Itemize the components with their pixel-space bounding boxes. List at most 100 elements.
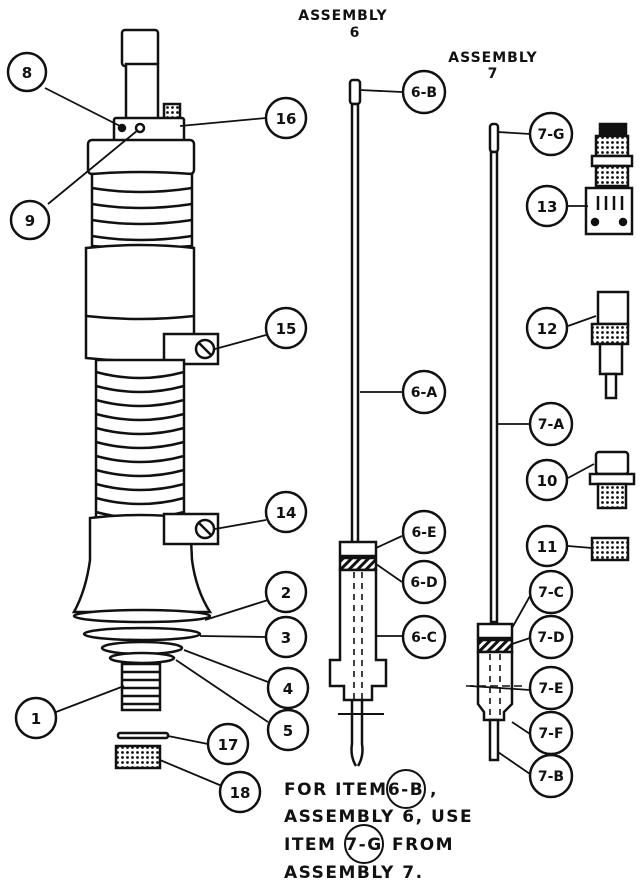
callout-18-label: 18 bbox=[230, 784, 251, 802]
knurled-nut-11-part bbox=[590, 536, 630, 562]
callout-17-label: 17 bbox=[218, 736, 239, 754]
ferrule-6-c bbox=[328, 568, 388, 702]
callout-7-b-label: 7-B bbox=[538, 769, 564, 785]
substitution-note: FOR ITEM 6-B , ASSEMBLY 6, USE ITEM 7-G … bbox=[284, 769, 473, 883]
callout-11-label: 11 bbox=[537, 538, 558, 556]
callout-6-d-label: 6-D bbox=[410, 575, 437, 591]
adapter-10-part bbox=[588, 450, 636, 510]
callout-18-circle bbox=[218, 770, 262, 814]
note-line-2: ASSEMBLY 6, USE bbox=[284, 807, 473, 827]
callout-11-circle bbox=[525, 524, 569, 568]
pin-8-hole bbox=[117, 123, 127, 133]
ribbed-insulator bbox=[90, 170, 194, 250]
callout-7-e-label: 7-E bbox=[538, 681, 563, 697]
washer-5-part bbox=[108, 651, 176, 665]
callout-7-d-circle bbox=[528, 614, 574, 660]
callout-16-label: 16 bbox=[276, 110, 297, 128]
callout-4-circle bbox=[266, 666, 310, 710]
callout-1-circle bbox=[14, 696, 58, 740]
callout-7-a-circle bbox=[528, 401, 574, 447]
callout-7-d-label: 7-D bbox=[537, 630, 564, 646]
note-ref-6-b-circle bbox=[386, 769, 426, 809]
washer-3-part bbox=[82, 626, 202, 642]
callout-5-circle bbox=[266, 708, 310, 752]
callout-7-g-label: 7-G bbox=[537, 127, 564, 143]
note-line-3-suffix: FROM bbox=[392, 835, 454, 855]
callout-6-c-label: 6-C bbox=[411, 630, 437, 646]
callout-3-circle bbox=[264, 615, 308, 659]
assembly-7-rod bbox=[466, 122, 524, 762]
callout-12-label: 12 bbox=[537, 320, 558, 338]
callout-7-e-circle bbox=[528, 665, 574, 711]
washer-2-part bbox=[72, 608, 212, 624]
spring-coil bbox=[94, 358, 186, 522]
callout-7-g-circle bbox=[528, 111, 574, 157]
band-7-d bbox=[476, 638, 514, 654]
rod-6-a bbox=[350, 102, 360, 546]
callout-16-circle bbox=[264, 96, 308, 140]
coupler-12-part bbox=[590, 290, 630, 400]
callout-2-circle bbox=[264, 570, 308, 614]
assembly-6-rod bbox=[328, 78, 388, 767]
callout-6-a-circle bbox=[401, 369, 447, 415]
callout-6-e-label: 6-E bbox=[411, 525, 436, 541]
callout-10-label: 10 bbox=[537, 472, 558, 490]
callout-17-circle bbox=[206, 722, 250, 766]
callout-8-label: 8 bbox=[22, 64, 32, 82]
callout-6-d-circle bbox=[401, 559, 447, 605]
callout-15-label: 15 bbox=[276, 320, 297, 338]
callout-7-f-label: 7-F bbox=[538, 726, 563, 742]
callout-4-label: 4 bbox=[283, 680, 293, 698]
callout-13-label: 13 bbox=[537, 198, 558, 216]
callout-9-circle bbox=[9, 199, 51, 241]
assembly-6-title: ASSEMBLY bbox=[298, 8, 387, 24]
callout-13-circle bbox=[525, 184, 569, 228]
top-shaft bbox=[124, 62, 160, 122]
callout-2-label: 2 bbox=[281, 584, 291, 602]
callout-6-b-label: 6-B bbox=[411, 85, 437, 101]
callout-7-c-circle bbox=[528, 569, 574, 615]
callout-3-label: 3 bbox=[281, 629, 291, 647]
sleeve-7-c bbox=[476, 622, 514, 640]
note-line-4: ASSEMBLY 7. bbox=[284, 863, 424, 883]
callout-9-label: 9 bbox=[25, 212, 35, 230]
band-6-d bbox=[338, 556, 378, 572]
knurled-nut-18-part bbox=[114, 744, 162, 770]
callout-7-c-label: 7-C bbox=[538, 585, 564, 601]
rod-6-b-tip bbox=[348, 78, 362, 106]
callout-7-b-circle bbox=[528, 753, 574, 799]
assembly-7-number: 7 bbox=[488, 66, 499, 82]
callout-8-circle bbox=[6, 51, 48, 93]
callout-12-circle bbox=[525, 306, 569, 350]
callout-6-b-circle bbox=[401, 69, 447, 115]
sleeve-6-e bbox=[338, 540, 378, 558]
connector-13-part bbox=[584, 122, 634, 236]
callout-15-circle bbox=[264, 306, 308, 350]
callout-6-a-label: 6-A bbox=[411, 385, 438, 401]
note-ref-7-g-circle bbox=[344, 824, 384, 864]
assembly-7-title: ASSEMBLY bbox=[448, 50, 537, 66]
rod-7-a bbox=[489, 150, 499, 624]
leader-lines bbox=[44, 87, 597, 787]
note-line-3-prefix: ITEM bbox=[284, 835, 336, 855]
note-line-1-suffix: , bbox=[430, 780, 438, 800]
note-ref-6-b: 6-B bbox=[388, 780, 424, 800]
note-ref-7-g: 7-G bbox=[345, 835, 382, 855]
callout-6-c-circle bbox=[401, 614, 447, 660]
note-line-1-prefix: FOR ITEM bbox=[284, 780, 388, 800]
callout-14-label: 14 bbox=[276, 504, 297, 522]
pin-17-part bbox=[116, 731, 170, 740]
top-hex-nut bbox=[120, 28, 160, 68]
loose-parts bbox=[584, 122, 636, 562]
rod-7-b-tip bbox=[488, 718, 500, 762]
callout-1-label: 1 bbox=[31, 710, 41, 728]
callout-10-circle bbox=[525, 458, 569, 502]
callout-7-a-label: 7-A bbox=[538, 417, 565, 433]
callout-6-e-circle bbox=[401, 509, 447, 555]
assembly-6-number: 6 bbox=[350, 25, 361, 41]
antenna-base-assembly bbox=[71, 28, 220, 770]
callout-5-label: 5 bbox=[283, 722, 293, 740]
callout-14-circle bbox=[264, 490, 308, 534]
rod-7-g-tip bbox=[488, 122, 500, 154]
